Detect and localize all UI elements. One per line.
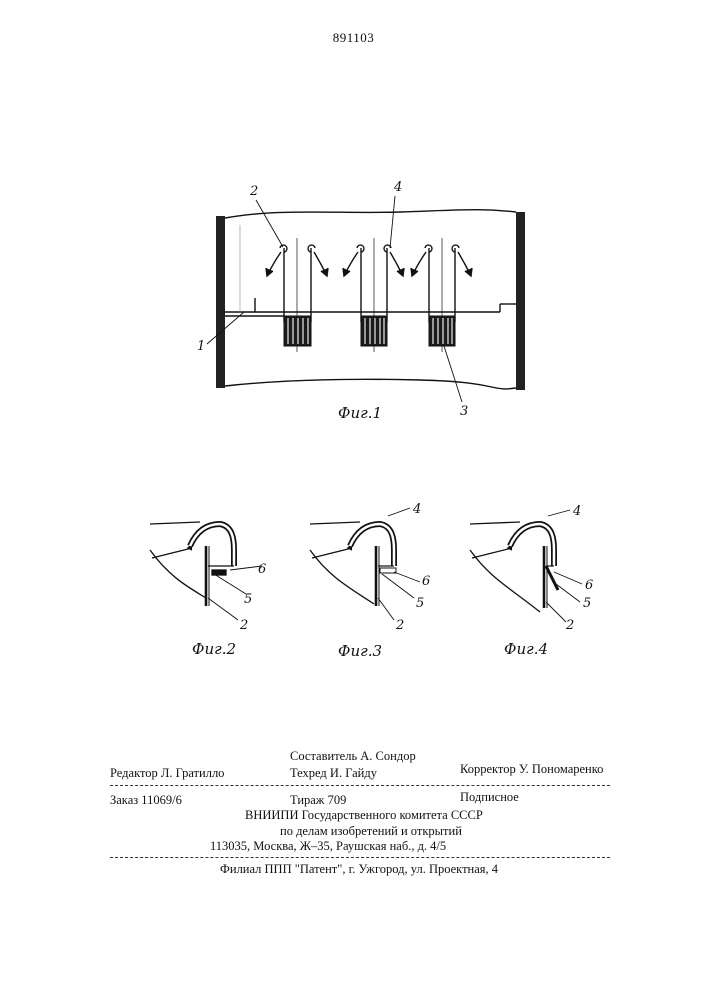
branch-line: Филиал ППП "Патент", г. Ужгород, ул. Про… [220, 862, 498, 877]
address-line: 113035, Москва, Ж–35, Раушская наб., д. … [210, 839, 446, 854]
circulation-line: Тираж 709 [290, 793, 346, 808]
fig2-label-2: 2 [240, 618, 248, 633]
subscription-line: Подписное [460, 790, 519, 805]
compiler-line: Составитель А. Сондор [290, 749, 416, 764]
editor-line: Редактор Л. Гратилло [110, 766, 224, 781]
order-line: Заказ 11069/6 [110, 793, 182, 808]
fig3-label-6: 6 [422, 574, 430, 589]
fig3-label-2: 2 [396, 618, 404, 633]
footer-divider-2 [110, 857, 610, 858]
fig2-caption: Фиг.2 [192, 640, 236, 658]
corrector-line: Корректор У. Пономаренко [460, 762, 603, 777]
fig2-label-5: 5 [244, 592, 252, 607]
fig4-label-4: 4 [573, 504, 581, 519]
fig4-label-2: 2 [566, 618, 574, 633]
detail-figures-drawing [0, 0, 707, 700]
fig3-label-5: 5 [416, 596, 424, 611]
fig4-caption: Фиг.4 [504, 640, 548, 658]
techred-line: Техред И. Гайду [290, 766, 377, 781]
org-line-1: ВНИИПИ Государственного комитета СССР [245, 808, 483, 823]
fig4-label-5: 5 [583, 596, 591, 611]
fig4-label-6: 6 [585, 578, 593, 593]
fig2-label-6: 6 [258, 562, 266, 577]
fig3-caption: Фиг.3 [338, 642, 382, 660]
footer-divider-1 [110, 785, 610, 786]
fig3-label-4: 4 [413, 502, 421, 517]
org-line-2: по делам изобретений и открытий [280, 824, 462, 839]
